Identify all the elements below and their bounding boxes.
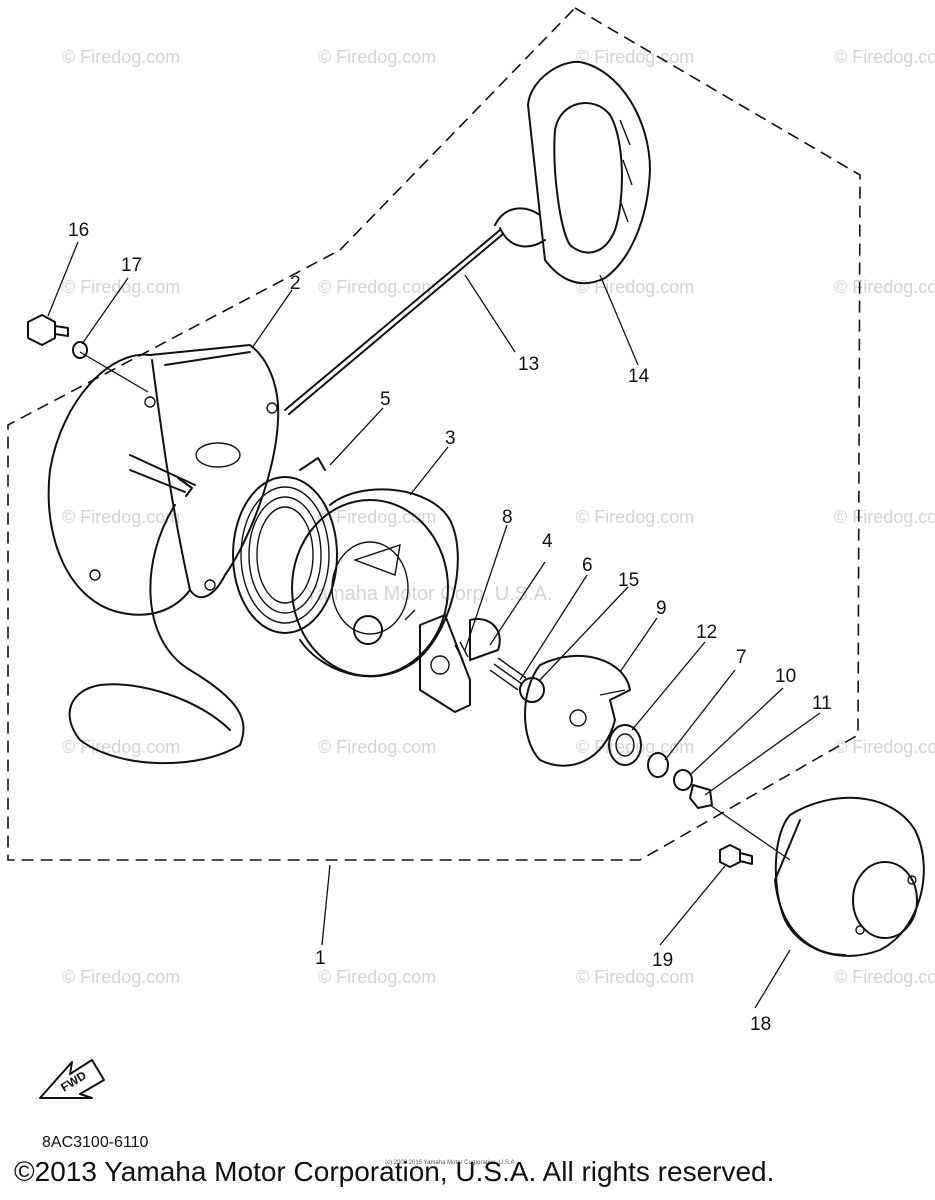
watermark-text: © Firedog.com xyxy=(834,967,935,987)
callout-labels: 1 2 3 4 5 6 7 8 9 10 11 12 13 14 15 16 1… xyxy=(68,220,832,1035)
watermark-text: © Firedog.com xyxy=(318,277,436,297)
friction-plate-part xyxy=(524,654,631,767)
bolt-16-part xyxy=(27,314,69,346)
watermark-text: © Firedog.com xyxy=(62,967,180,987)
callout-3: 3 xyxy=(445,428,456,449)
watermark-text: © Firedog.com xyxy=(62,737,180,757)
sheave-drum-part xyxy=(291,488,459,678)
hardware-stack-part xyxy=(608,724,713,809)
callout-16: 16 xyxy=(68,220,89,241)
watermark-text: © Firedog.com xyxy=(576,47,694,67)
callout-2: 2 xyxy=(290,273,301,294)
callout-10: 10 xyxy=(775,666,796,687)
callout-19: 19 xyxy=(652,950,673,971)
callout-9: 9 xyxy=(656,598,667,619)
watermark-text: © Firedog.com xyxy=(834,507,935,527)
callout-12: 12 xyxy=(696,622,717,643)
callout-15: 15 xyxy=(618,570,639,591)
watermark-text: © Firedog.com xyxy=(62,507,180,527)
assembly-boundary xyxy=(7,6,861,861)
callout-1: 1 xyxy=(315,948,326,969)
callout-5: 5 xyxy=(380,389,391,410)
bolt-19-part xyxy=(719,844,753,868)
starter-cover-part xyxy=(774,796,925,957)
copyright-notice: ©2013 Yamaha Motor Corporation, U.S.A. A… xyxy=(14,1156,775,1187)
watermark-text: © Firedog.com xyxy=(576,277,694,297)
callout-17: 17 xyxy=(121,255,142,276)
callout-14: 14 xyxy=(628,366,650,387)
part-number: 8AC3100-6110 xyxy=(42,1134,149,1151)
pawl-spring-part xyxy=(454,641,527,691)
tiny-notice: (c) 2008 2015 Yamaha Motor Corporation, … xyxy=(385,1160,517,1166)
starter-case-part xyxy=(47,344,280,616)
watermark-text: © Firedog.com xyxy=(318,967,436,987)
watermark-text: © Firedog.com xyxy=(834,47,935,67)
callout-4: 4 xyxy=(542,531,553,552)
callout-11: 11 xyxy=(812,693,832,714)
callout-6: 6 xyxy=(582,555,593,576)
fwd-arrow-icon: FWD xyxy=(39,1059,105,1099)
watermark-text: © Firedog.com xyxy=(576,967,694,987)
starter-rope-part xyxy=(68,229,504,765)
washer-17-part xyxy=(72,341,88,359)
watermark-text: © Firedog.com xyxy=(576,507,694,527)
drive-pawl-part xyxy=(419,614,501,713)
watermark-text: © Firedog.com xyxy=(318,47,436,67)
starter-handle-part xyxy=(494,60,651,285)
watermark-layer: © Firedog.com © Firedog.com © Firedog.co… xyxy=(62,47,935,987)
callout-18: 18 xyxy=(750,1014,771,1035)
callout-8: 8 xyxy=(502,507,513,528)
watermark-text: © Firedog.com xyxy=(834,277,935,297)
callout-7: 7 xyxy=(736,647,747,668)
watermark-text: © Firedog.com xyxy=(834,737,935,757)
watermark-center: Yamaha Motor Corp, U.S.A. xyxy=(305,583,553,605)
recoil-spring-part xyxy=(232,457,338,634)
callout-13: 13 xyxy=(518,354,539,375)
watermark-text: © Firedog.com xyxy=(318,737,436,757)
watermark-text: © Firedog.com xyxy=(62,47,180,67)
washer-part xyxy=(519,677,545,703)
watermark-text: © Firedog.com xyxy=(318,507,436,527)
leader-lines xyxy=(47,241,821,1009)
